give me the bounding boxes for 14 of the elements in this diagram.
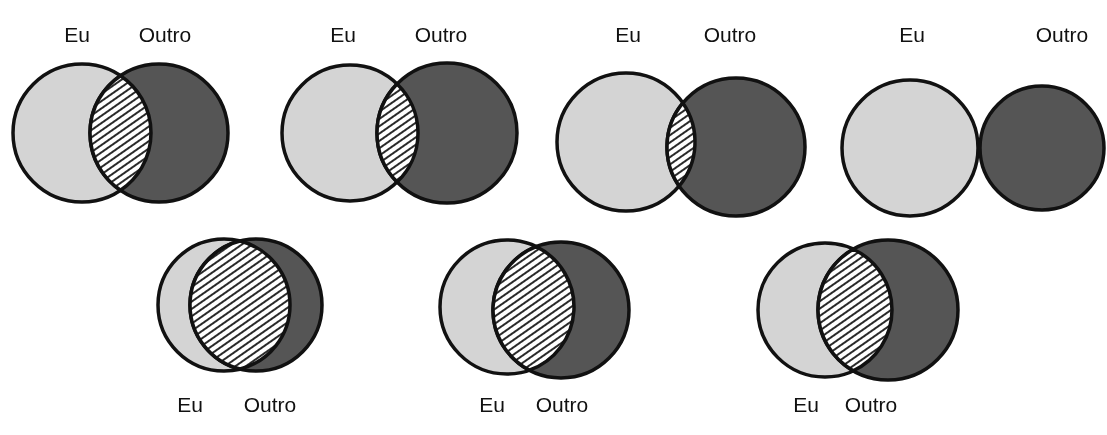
other-label: Outro [703,22,757,48]
other-label: Outro [243,392,297,418]
other-label: Outro [844,392,898,418]
other-label: Outro [138,22,192,48]
other-label: Outro [535,392,589,418]
other-label: Outro [1035,22,1089,48]
self-label: Eu [64,22,90,48]
self-label: Eu [615,22,641,48]
self-label: Eu [793,392,819,418]
self-label: Eu [899,22,925,48]
self-label: Eu [479,392,505,418]
other-label: Outro [414,22,468,48]
self-label: Eu [177,392,203,418]
self-label: Eu [330,22,356,48]
